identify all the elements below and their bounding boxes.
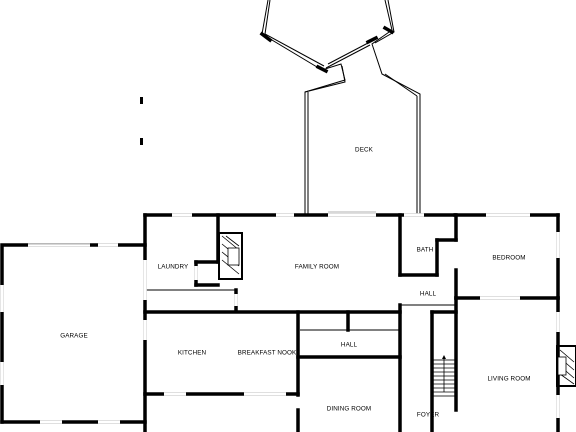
room-label-bath: BATH [416, 246, 434, 254]
room-label-hall-lower: HALL [340, 341, 358, 349]
room-label-living-room: LIVING ROOM [487, 375, 531, 383]
room-label-bedroom: BEDROOM [492, 254, 526, 262]
room-label-hall-upper: HALL [419, 290, 437, 298]
room-label-deck: DECK [355, 146, 373, 154]
walls [0, 213, 560, 432]
room-label-garage: GARAGE [60, 332, 88, 340]
room-label-laundry: LAUNDRY [157, 263, 189, 271]
windows [0, 211, 560, 424]
room-label-family-room: FAMILY ROOM [294, 263, 340, 271]
room-label-breakfast-nook: BREAKFAST NOOK [237, 349, 297, 357]
marker [140, 138, 143, 145]
fireplace-family [218, 232, 243, 280]
room-label-kitchen: KITCHEN [177, 349, 207, 357]
room-label-dining-room: DINING ROOM [326, 405, 372, 413]
marker [140, 97, 143, 104]
room-label-foyer: FOYER [416, 411, 440, 419]
thin-partitions [145, 289, 456, 331]
deck-outline [259, 0, 421, 214]
fireplace-living [556, 345, 576, 387]
staircase [431, 355, 457, 397]
